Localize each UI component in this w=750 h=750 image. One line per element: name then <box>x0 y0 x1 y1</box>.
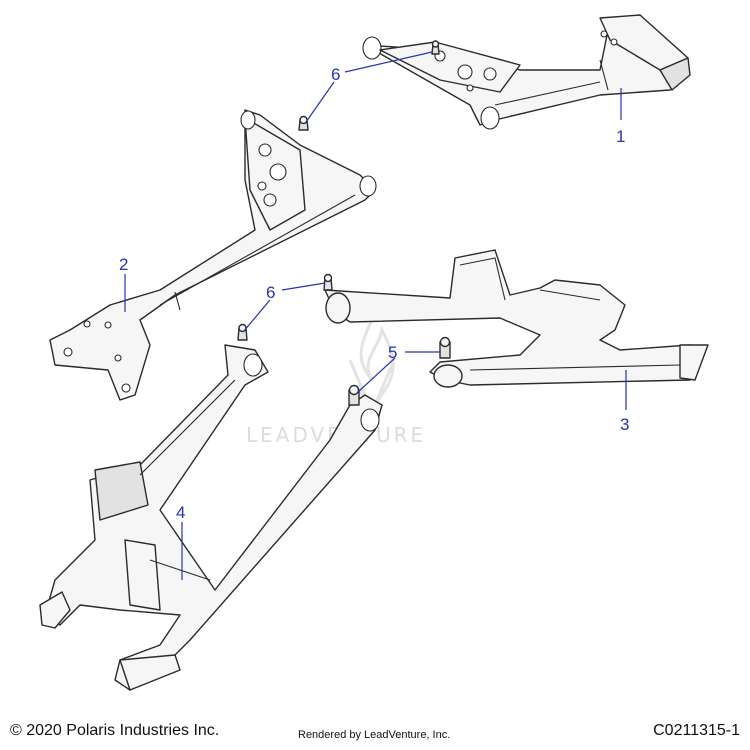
fitting-6-arm4 <box>237 323 248 341</box>
rendered-by-text: Rendered by LeadVenture, Inc. <box>298 729 451 741</box>
callout-3: 3 <box>620 415 629 434</box>
fitting-5-arm4 <box>348 384 360 406</box>
leader-5b <box>357 357 396 393</box>
callouts: 1 2 3 4 5 6 6 <box>119 65 629 522</box>
fitting-group <box>237 40 451 406</box>
callout-4: 4 <box>176 503 185 522</box>
leader-6a-1 <box>344 51 433 73</box>
callout-2: 2 <box>119 255 128 274</box>
callout-6-upper: 6 <box>331 65 340 84</box>
callout-6-lower: 6 <box>266 283 275 302</box>
fitting-6-arm2 <box>298 115 309 131</box>
part-3-lower-a-arm <box>324 249 709 388</box>
copyright-text: © 2020 Polaris Industries Inc. <box>10 722 220 739</box>
part-1-upper-a-arm <box>362 14 691 130</box>
callout-1: 1 <box>616 127 625 146</box>
part-4-lower-a-arm <box>39 344 383 691</box>
diagram-id: C0211315-1 <box>653 722 740 739</box>
callout-5: 5 <box>388 343 397 362</box>
part-2-upper-a-arm <box>49 109 377 401</box>
fitting-6-lower <box>323 273 333 291</box>
leader-6b-2 <box>242 299 271 333</box>
fitting-6-upper <box>431 40 440 55</box>
fitting-5-arm3 <box>439 336 451 359</box>
leader-lines <box>124 51 627 580</box>
leader-6a-2 <box>305 81 335 123</box>
leader-6b-1 <box>281 282 326 291</box>
